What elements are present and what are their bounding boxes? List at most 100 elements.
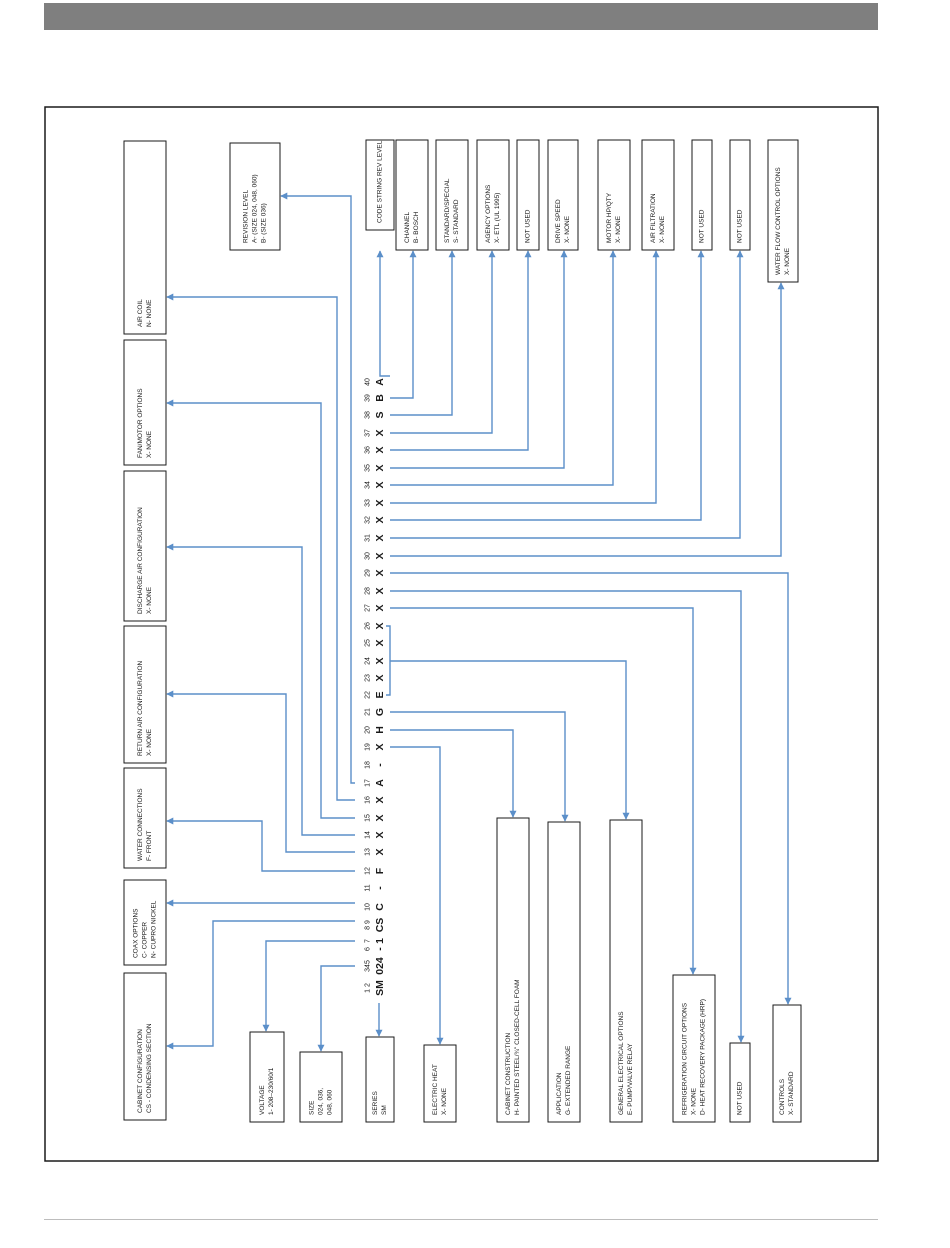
code-position-23: 27	[365, 604, 372, 612]
code-letter-9: X	[374, 848, 386, 855]
code-position-16: 20	[365, 726, 372, 734]
refrigeration-circuit-options-line-3: D- HEAT RECOVERY PACKAGE (HRP)	[699, 999, 706, 1115]
code-letter-13: A	[374, 779, 386, 787]
size-arrow	[317, 965, 355, 1052]
water-connections-box	[123, 767, 167, 869]
not-used-32-box	[691, 139, 713, 251]
size-box	[299, 1051, 343, 1123]
controls-box	[772, 1004, 802, 1123]
discharge-air-arrow	[166, 543, 355, 836]
code-letter-31: X	[374, 464, 386, 471]
controls-arrow	[390, 572, 792, 1005]
electric-heat-line-1: ELECTRIC HEAT	[432, 1064, 439, 1115]
return-air-arrow	[166, 690, 355, 853]
code-letter-21: X	[374, 639, 386, 646]
standard-special-line-1: STANDARD/SPECIAL	[444, 178, 451, 243]
code-letter-7: -	[374, 886, 386, 890]
water-connections-line-2: F- FRONT	[146, 831, 153, 861]
standard-special-line-2: S- STANDARD	[453, 199, 460, 243]
code-letter-22: X	[374, 622, 386, 629]
general-electrical-options-box	[609, 819, 643, 1123]
not-used-31-line-1: NOT USED	[737, 209, 744, 243]
discharge-air-configuration-box	[123, 470, 167, 622]
electric-heat-box	[423, 1044, 457, 1123]
voltage-arrow	[262, 940, 355, 1032]
air-coil-line-2: N- NONE	[146, 299, 153, 327]
not-used-28-box	[729, 1042, 751, 1123]
code-letter-33: X	[374, 429, 386, 436]
code-position-17: 21	[365, 708, 372, 716]
motor-hp-qty-line-1: MOTOR HP/QTY	[606, 192, 613, 243]
code-position-35: 39	[365, 394, 372, 402]
code-letter-17: G	[374, 708, 386, 716]
code-position-5: 8 9	[365, 920, 372, 930]
code-letter-19: X	[374, 674, 386, 681]
code-letter-2: 024	[374, 957, 386, 975]
channel-line-1: CHANNEL	[404, 212, 411, 243]
code-string-rev-level-line-1: CODE STRING REV LEVEL	[377, 140, 384, 223]
code-position-19: 23	[365, 674, 372, 682]
application-line-2: G- EXTENDED RANGE	[565, 1045, 572, 1115]
diagram-frame	[44, 106, 879, 1162]
application-box	[547, 821, 581, 1123]
code-letter-28: X	[374, 516, 386, 523]
code-position-18: 22	[365, 691, 372, 699]
application-line-1: APPLICATION	[556, 1072, 563, 1115]
cabinet-configuration-line-1: CABINET CONFIGURATION	[137, 1029, 144, 1113]
connector-lines	[166, 192, 792, 1052]
code-letter-15: X	[374, 743, 386, 750]
code-letter-11: X	[374, 814, 386, 821]
code-position-6: 10	[365, 903, 372, 911]
code-position-29: 33	[365, 499, 372, 507]
code-position-15: 19	[365, 743, 372, 751]
agency-options-line-2: X- ETL (UL 1995)	[494, 193, 501, 243]
air-filtration-line-1: AIR FILTRATION	[650, 193, 657, 243]
code-position-27: 31	[365, 534, 372, 542]
application-arrow	[390, 711, 569, 822]
return-air-configuration-line-1: RETURN AIR CONFIGURATION	[137, 660, 144, 756]
cabinet-configuration-box	[123, 972, 167, 1121]
controls-line-2: X- STANDARD	[788, 1071, 795, 1115]
fan-motor-arrow	[166, 399, 355, 819]
air-filtration-box	[641, 139, 675, 251]
cabinet-construction-box	[496, 817, 530, 1123]
air-coil-line-1: AIR COIL	[137, 299, 144, 327]
code-letter-29: X	[374, 499, 386, 506]
code-letter-25: X	[374, 569, 386, 576]
revision-level-line-3: B- (SIZE 036)	[260, 203, 267, 243]
code-position-8: 12	[365, 867, 372, 875]
drive-speed-line-1: DRIVE SPEED	[555, 199, 562, 243]
water-connections-arrow	[166, 817, 355, 872]
water-flow-control-options-line-2: X- NONE	[784, 247, 791, 275]
channel-line-2: B- BOSCH	[413, 211, 420, 243]
drive-speed-arrow	[390, 250, 568, 469]
water-flow-control-arrow	[390, 282, 785, 557]
not-used-36-arrow	[390, 250, 532, 451]
return-air-configuration-box	[123, 625, 167, 764]
code-letter-8: F	[374, 867, 386, 874]
code-position-21: 25	[365, 639, 372, 647]
code-position-20: 24	[365, 657, 372, 665]
return-air-configuration-line-2: X- NONE	[146, 728, 153, 756]
code-position-11: 15	[365, 814, 372, 822]
size-line-3: 048, 060	[326, 1089, 333, 1115]
channel-arrow	[390, 250, 417, 399]
code-position-24: 28	[365, 587, 372, 595]
code-string-rev-level-box	[365, 139, 395, 231]
water-flow-control-options-line-1: WATER FLOW CONTROL OPTIONS	[775, 167, 782, 275]
discharge-air-configuration-line-2: X- NONE	[146, 586, 153, 614]
code-position-33: 37	[365, 429, 372, 437]
motor-hp-qty-box	[597, 139, 631, 251]
code-letter-1: SM	[374, 980, 386, 996]
size-line-1: SIZE	[309, 1100, 316, 1115]
series-box	[365, 1036, 395, 1123]
air-filtration-arrow	[390, 250, 660, 504]
code-letter-24: X	[374, 587, 386, 594]
code-position-7: 11	[365, 884, 372, 891]
code-position-26: 30	[365, 552, 372, 560]
code-letter-20: X	[374, 657, 386, 664]
code-position-2: 345	[365, 960, 372, 972]
code-letter-35: B	[374, 394, 386, 402]
not-used-36-box	[516, 139, 540, 251]
